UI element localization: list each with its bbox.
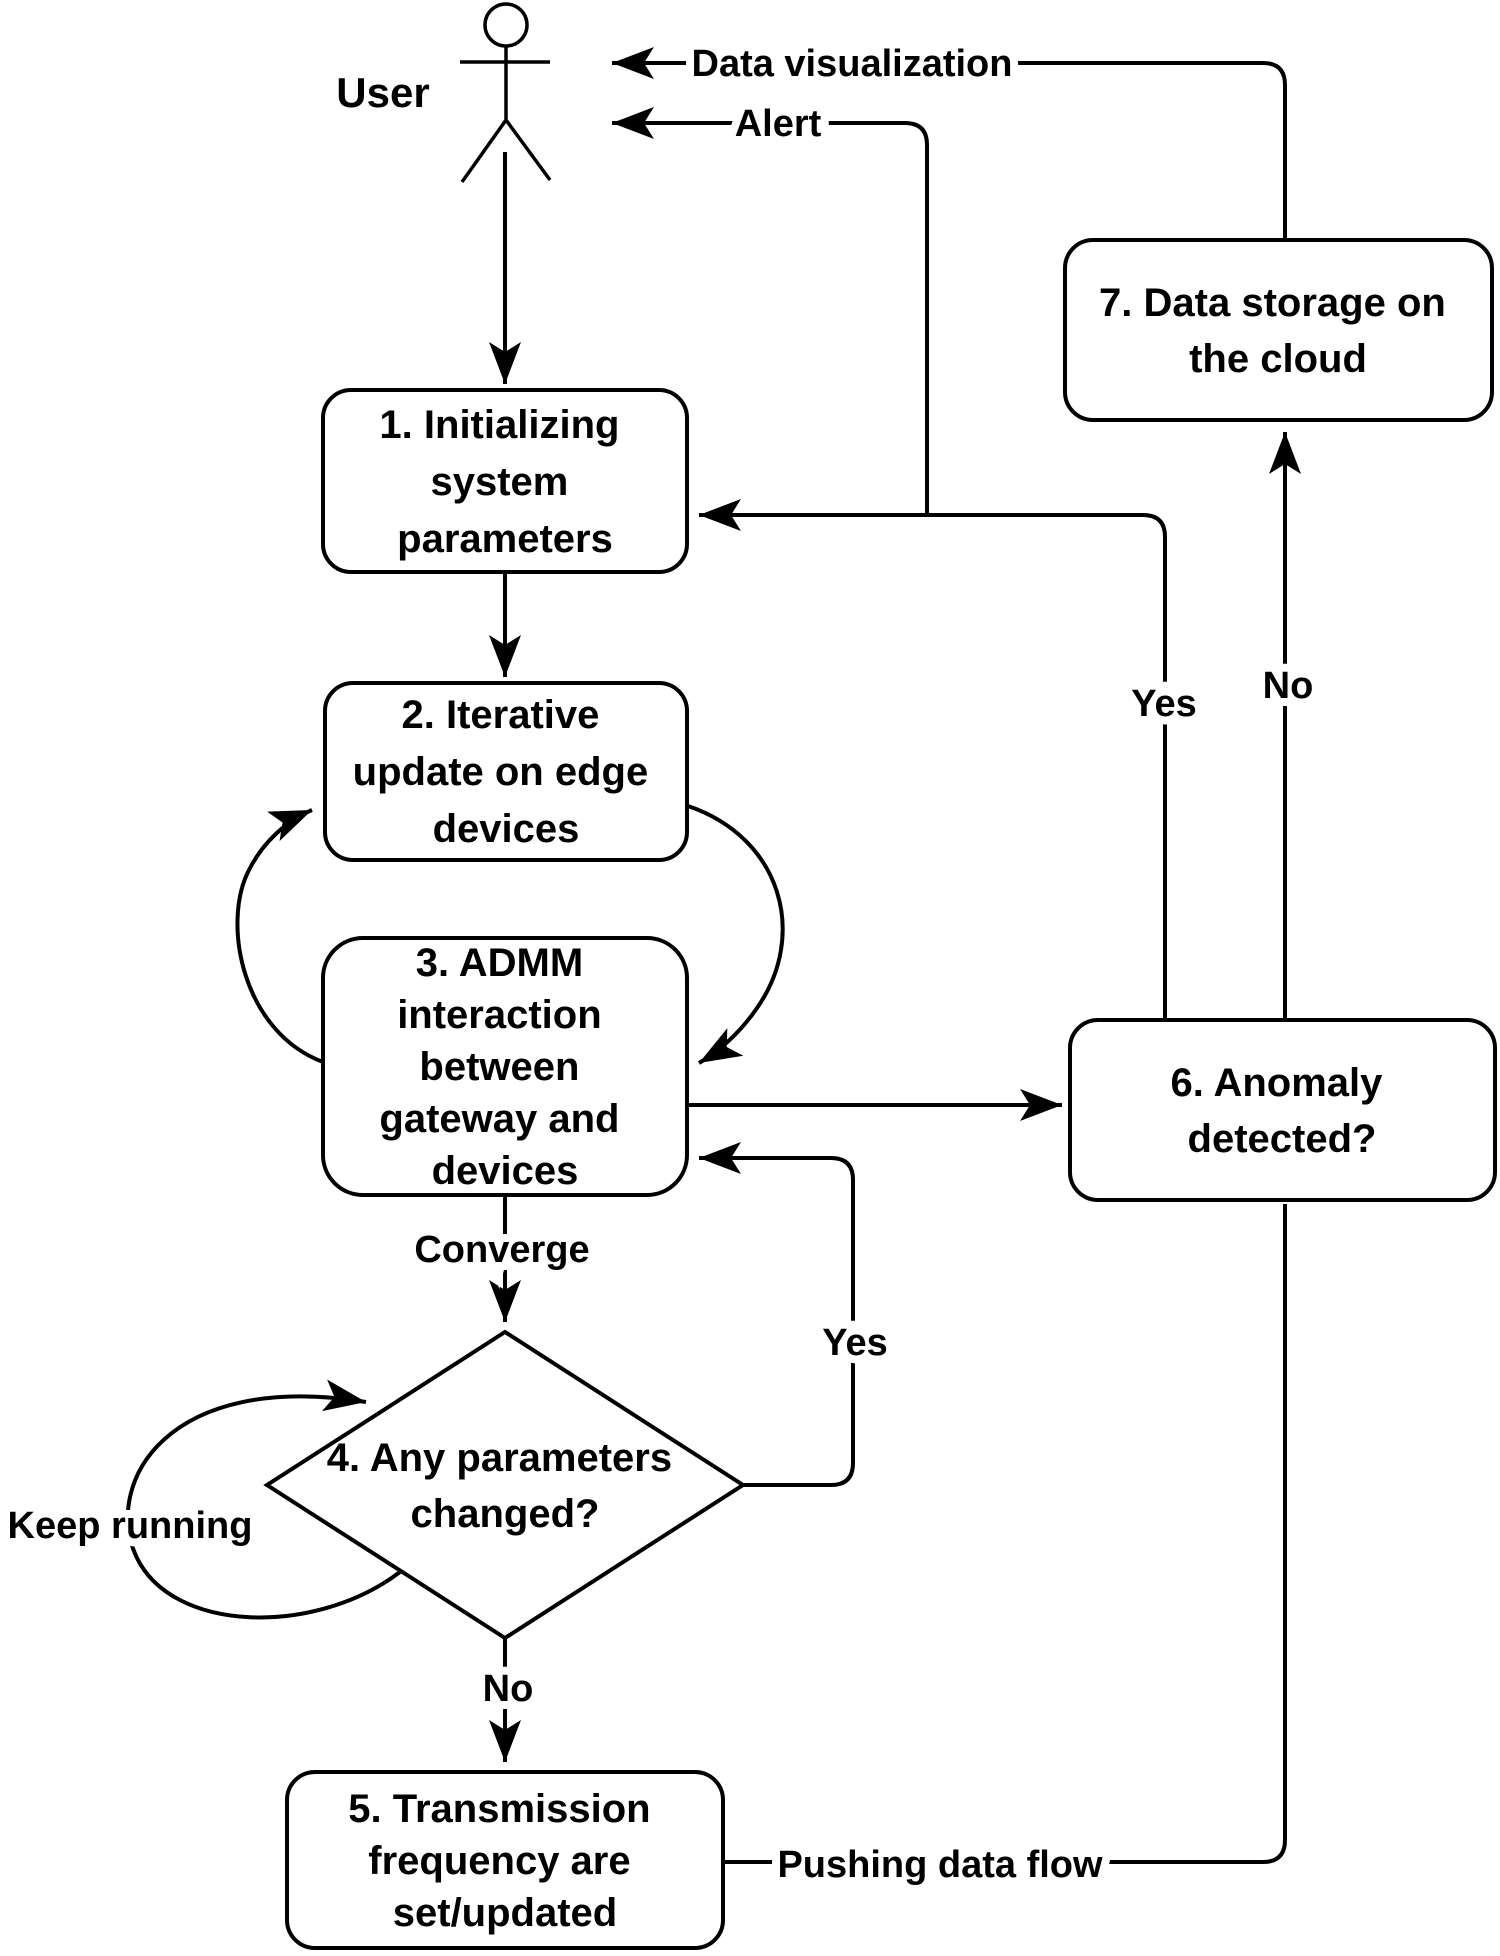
edge-pushing-data-flow — [723, 1204, 1287, 1864]
label-alert: Alert — [735, 103, 822, 145]
edge-labels: Data visualization Alert Yes No Converge… — [0, 35, 1321, 1894]
node-admm-interaction-text: 3. ADMM interaction between gateway and … — [379, 941, 630, 1193]
node-parameters-changed-diamond — [263, 1329, 747, 1641]
node-data-storage: 7. Data storage on the cloud — [1063, 238, 1494, 422]
label-pushing-data-flow: Pushing data flow — [777, 1844, 1103, 1886]
edge-alert-to-user — [612, 107, 929, 515]
edge-storage-to-user-visualization — [612, 47, 1287, 240]
node-transmission-frequency-box — [285, 1770, 725, 1950]
node-parameters-changed-text: 4. Any parameters changed? — [327, 1436, 683, 1536]
edge-changed-yes-to-admm — [699, 1142, 855, 1487]
label-converge: Converge — [414, 1229, 589, 1271]
edges — [125, 47, 1301, 1864]
node-transmission-frequency: 5. Transmission frequency are set/update… — [285, 1770, 725, 1950]
label-keep-running: Keep running — [8, 1505, 253, 1547]
node-anomaly-detected: 6. Anomaly detected? — [1068, 1018, 1497, 1202]
node-transmission-frequency-text: 5. Transmission frequency are set/update… — [348, 1787, 661, 1935]
actor-body — [460, 46, 552, 184]
label-anomaly-no: No — [1263, 665, 1314, 707]
user-actor-icon — [460, 2, 552, 184]
node-initializing-text: 1. Initializing system parameters — [379, 403, 630, 561]
node-anomaly-detected-text: 6. Anomaly detected? — [1170, 1061, 1393, 1161]
node-iterative-update: 2. Iterative update on edge devices — [323, 681, 689, 862]
label-anomaly-yes: Yes — [1131, 683, 1197, 725]
node-data-storage-text: 7. Data storage on the cloud — [1099, 281, 1457, 381]
node-iterative-update-text: 2. Iterative update on edge devices — [353, 693, 660, 851]
label-changed-yes: Yes — [822, 1322, 888, 1364]
node-parameters-changed-decision: 4. Any parameters changed? — [263, 1329, 747, 1641]
user-label: User — [336, 69, 429, 116]
node-initializing-box — [321, 388, 689, 574]
node-iterative-update-box — [323, 681, 689, 862]
edge-admm-to-iterative-curve — [235, 808, 324, 1064]
label-changed-no: No — [483, 1668, 534, 1710]
edge-iterative-to-admm-curve — [687, 804, 785, 1065]
edge-anomaly-yes-to-init — [699, 499, 1167, 1020]
node-data-storage-box — [1063, 238, 1494, 422]
node-anomaly-detected-box — [1068, 1018, 1497, 1202]
edge-keep-running-loop — [125, 1379, 402, 1620]
node-initializing: 1. Initializing system parameters — [321, 388, 689, 574]
label-data-visualization: Data visualization — [692, 43, 1013, 85]
node-admm-interaction-box — [321, 936, 689, 1197]
node-admm-interaction: 3. ADMM interaction between gateway and … — [321, 936, 689, 1197]
actor-head — [483, 2, 529, 48]
